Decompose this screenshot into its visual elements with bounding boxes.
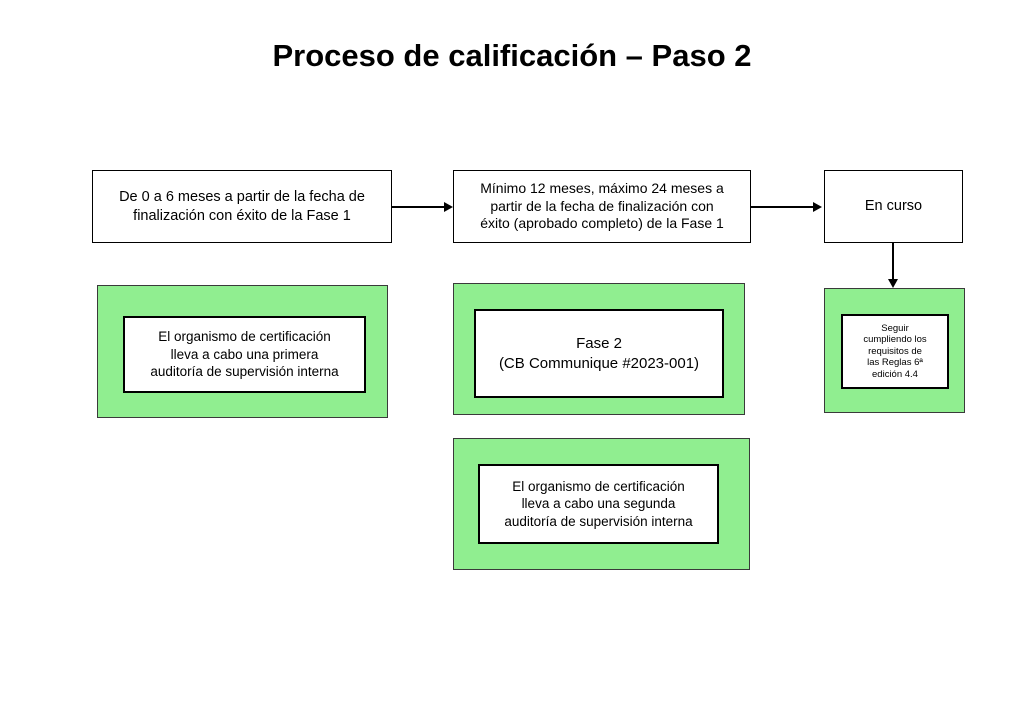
connector-phase2-to-ongoing-arrowhead-icon — [813, 202, 822, 212]
node-ongoing-label: En curso — [864, 198, 923, 215]
page-title: Proceso de calificación – Paso 2 — [272, 38, 752, 73]
node-phase2-label: Fase 2 (CB Communique #2023-001) — [498, 335, 700, 372]
node-second-audit-label: El organismo de certificación lleva a ca… — [504, 478, 693, 529]
connector-phase1-to-phase2-arrowhead-icon — [444, 202, 453, 212]
node-maintain-label: Seguir cumpliendo los requisitos de las … — [863, 322, 927, 380]
green-container-first-audit: El organismo de certificación lleva a ca… — [97, 285, 388, 418]
green-container-maintain: Seguir cumpliendo los requisitos de las … — [824, 288, 965, 413]
connector-ongoing-to-maintain-arrowhead-icon — [888, 279, 898, 288]
node-second-audit: El organismo de certificación lleva a ca… — [478, 464, 719, 544]
green-container-second-audit: El organismo de certificación lleva a ca… — [453, 438, 750, 570]
node-phase1-window-label: De 0 a 6 meses a partir de la fecha de f… — [119, 188, 365, 224]
node-phase2-window-label: Mínimo 12 meses, máximo 24 meses a parti… — [480, 179, 724, 232]
connector-phase2-to-ongoing-line — [751, 206, 815, 208]
node-first-audit-label: El organismo de certificación lleva a ca… — [150, 329, 339, 380]
connector-ongoing-to-maintain-line — [892, 243, 894, 281]
green-container-phase2: Fase 2 (CB Communique #2023-001) — [453, 283, 745, 415]
node-ongoing: En curso — [824, 170, 963, 243]
node-phase2-window: Mínimo 12 meses, máximo 24 meses a parti… — [453, 170, 751, 243]
node-phase1-window: De 0 a 6 meses a partir de la fecha de f… — [92, 170, 392, 243]
node-maintain: Seguir cumpliendo los requisitos de las … — [841, 314, 949, 389]
connector-phase1-to-phase2-line — [392, 206, 446, 208]
node-first-audit: El organismo de certificación lleva a ca… — [123, 316, 366, 393]
node-phase2: Fase 2 (CB Communique #2023-001) — [474, 309, 724, 398]
